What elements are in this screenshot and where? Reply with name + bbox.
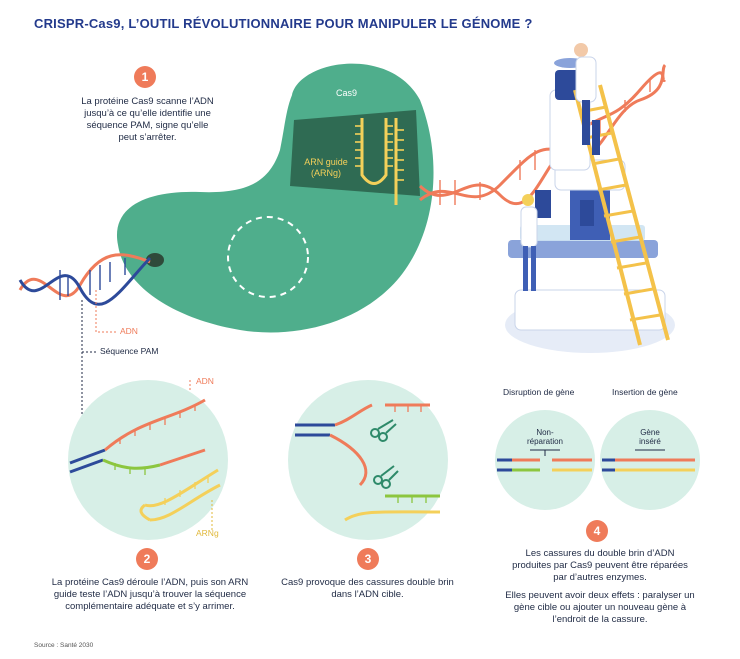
gene-insere-line1: Gène: [640, 428, 660, 437]
non-reparation-label: Non- réparation: [520, 428, 570, 446]
scissors-icon: [373, 465, 399, 489]
step2-circle: [68, 380, 228, 540]
step3-number: 3: [357, 548, 379, 570]
dna-helix-left: [18, 253, 152, 306]
scientist-top: [574, 43, 600, 155]
step4-text-2: Elles peuvent avoir deux effets : paraly…: [505, 590, 695, 625]
dna-helix-right: [418, 63, 667, 205]
gene-insere-line2: inséré: [639, 437, 661, 446]
arn-guide-label: ARN guide (ARNg): [296, 157, 356, 179]
step2-text: La protéine Cas9 déroule l’ADN, puis son…: [51, 577, 249, 612]
pam-site-marker: [146, 253, 164, 267]
non-reparation-line2: réparation: [526, 437, 564, 446]
step2-number: 2: [136, 548, 158, 570]
insertion-label: Insertion de gène: [612, 387, 678, 397]
arn-guide-label-line2: (ARNg): [310, 168, 341, 178]
cas9-label: Cas9: [336, 88, 358, 98]
step1-number: 1: [134, 66, 156, 88]
non-reparation-line1: Non-: [536, 428, 554, 437]
step1-text: La protéine Cas9 scanne l’ADN jusqu’à ce…: [81, 96, 214, 143]
source-note: Source : Santé 2030: [34, 642, 94, 649]
adn-leader-line: [95, 290, 116, 333]
scissors-icon: [370, 419, 397, 442]
step3-text: Cas9 provoque des cassures double brin d…: [281, 577, 454, 600]
sequence-pam-label: Séquence PAM: [100, 346, 159, 356]
disruption-label: Disruption de gène: [503, 387, 575, 397]
arn-guide-panel: [290, 110, 420, 196]
gene-insere-label: Gène inséré: [625, 428, 675, 446]
page-title: CRISPR-Cas9, L’OUTIL RÉVOLUTIONNAIRE POU…: [34, 16, 533, 31]
step2-arng-label: ARNg: [196, 528, 219, 538]
step3-circle: [288, 380, 448, 540]
step2-adn-label: ADN: [196, 376, 214, 386]
disruption-circle: [495, 410, 595, 510]
dna-binding-site: [227, 216, 309, 298]
scientist-bottom: [520, 194, 538, 291]
pam-leader-line: [81, 300, 96, 353]
arn-guide-strand: [360, 118, 398, 205]
arn-guide-label-line1: ARN guide: [304, 157, 348, 167]
adn-label: ADN: [120, 326, 138, 336]
step4-number: 4: [586, 520, 608, 542]
step4-text: Les cassures du double brin d’ADN produi…: [512, 548, 688, 583]
